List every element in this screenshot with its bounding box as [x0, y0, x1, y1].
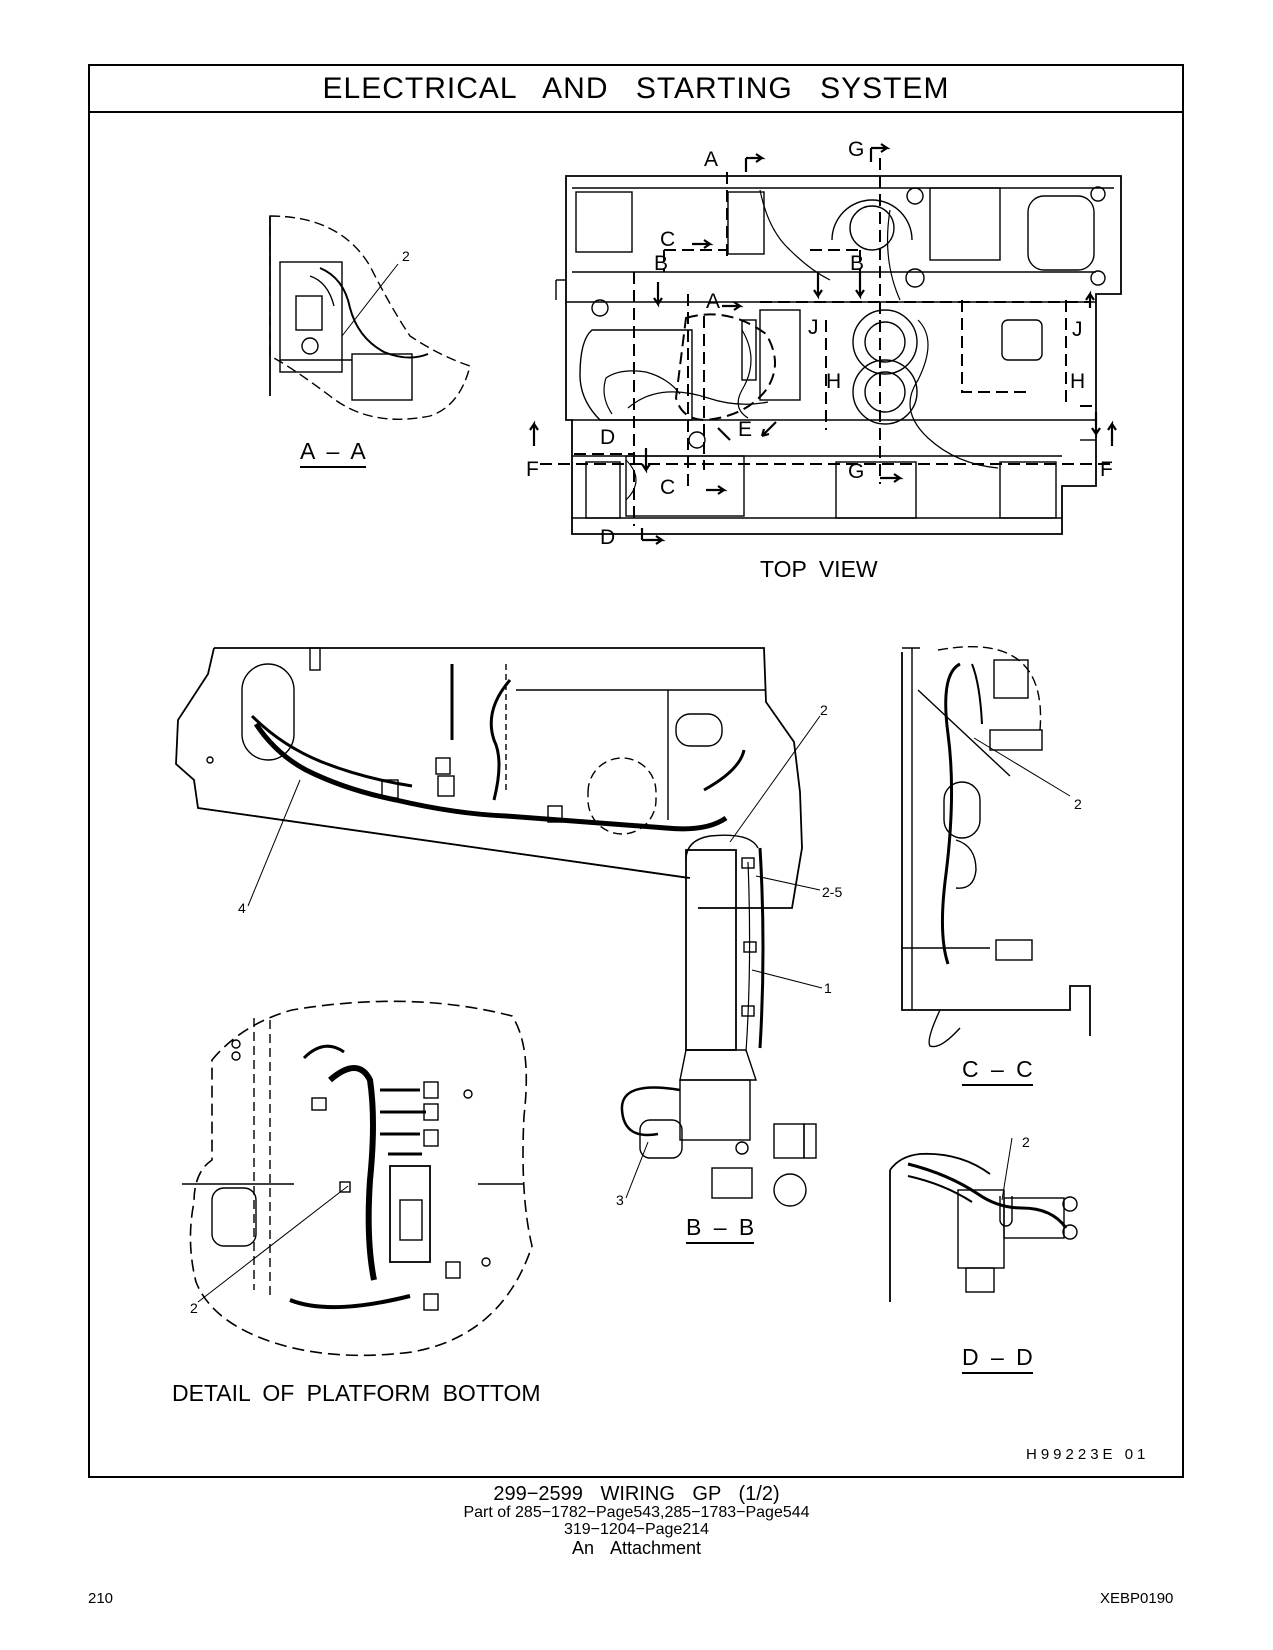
callout-dd-2: 2 — [1022, 1134, 1030, 1150]
caption-block: 299−2599 WIRING GP (1/2) Part of 285−178… — [0, 1484, 1273, 1557]
section-letter-c-bottom: C — [660, 476, 676, 499]
caption-line-4: An Attachment — [571, 1537, 702, 1558]
drawing-frame: ELECTRICAL AND STARTING SYSTEM — [88, 64, 1184, 1478]
callout-bb-3: 3 — [616, 1192, 624, 1208]
label-section-dd: D – D — [962, 1344, 1033, 1374]
label-platform-detail-text: DETAIL OF PLATFORM BOTTOM — [172, 1380, 541, 1406]
section-bb-drawing — [175, 647, 817, 1207]
callout-bb-2: 2 — [820, 702, 828, 718]
top-view-drawing — [555, 175, 1122, 535]
page-title: ELECTRICAL AND STARTING SYSTEM — [322, 71, 950, 105]
doc-code: XEBP0190 — [1100, 1590, 1174, 1607]
label-section-aa: A – A — [300, 438, 366, 468]
callout-platform-2: 2 — [190, 1300, 198, 1316]
section-letter-d-mid: D — [600, 426, 616, 449]
label-top-view: TOP VIEW — [760, 556, 878, 583]
section-letter-c-top: C — [660, 228, 676, 251]
section-letter-g-bottom: G — [848, 460, 865, 483]
leader-platform-2 — [197, 1185, 349, 1303]
label-top-view-text: TOP VIEW — [760, 556, 878, 582]
callout-bb-2-5: 2-5 — [822, 884, 843, 900]
caption-line-2: Part of 285−1782−Page543,285−1783−Page54… — [463, 1504, 810, 1521]
leader-cc-2 — [973, 737, 1071, 797]
section-aa-drawing — [269, 215, 471, 420]
label-section-bb: B – B — [686, 1214, 755, 1244]
page-number: 210 — [88, 1590, 114, 1607]
leader-dd-2 — [1001, 1137, 1013, 1201]
section-letter-b-left: B — [654, 252, 669, 275]
label-section-aa-text: A – A — [300, 438, 366, 468]
section-letter-h-right: H — [1070, 370, 1086, 393]
label-section-dd-text: D – D — [962, 1344, 1033, 1374]
illustration-id: H99223E 01 — [1026, 1446, 1150, 1463]
section-letter-a-mid: A — [706, 290, 721, 313]
section-letter-b-right: B — [850, 252, 865, 275]
section-dd-drawing — [889, 1152, 1078, 1302]
section-letter-f-left: F — [526, 458, 539, 481]
top-view-arrows — [529, 143, 1117, 545]
section-letter-j-right: J — [1072, 318, 1083, 341]
section-bb-leaders — [247, 715, 823, 1199]
section-letter-g-top: G — [848, 138, 865, 161]
section-letter-a-top: A — [704, 148, 719, 171]
callout-aa-2: 2 — [402, 248, 410, 264]
section-cc-drawing — [901, 646, 1091, 1048]
section-letter-e: E — [738, 418, 753, 441]
callout-bb-4: 4 — [238, 900, 246, 916]
callout-bb-1: 1 — [824, 980, 832, 996]
section-letter-h-left: H — [826, 370, 842, 393]
section-letter-f-right: F — [1100, 458, 1113, 481]
label-section-cc: C – C — [962, 1056, 1033, 1086]
caption-main: 299−2599 WIRING GP (1/2) — [493, 1483, 780, 1505]
label-platform-detail: DETAIL OF PLATFORM BOTTOM — [172, 1380, 541, 1407]
caption-line-3: 319−1204−Page214 — [563, 1520, 710, 1538]
label-section-bb-text: B – B — [686, 1214, 755, 1244]
section-letter-j-left: J — [808, 316, 819, 339]
platform-detail-drawing — [182, 1000, 533, 1357]
leader-aa-2 — [341, 263, 399, 337]
title-bar: ELECTRICAL AND STARTING SYSTEM — [90, 66, 1182, 113]
section-letter-d-bottom: D — [600, 526, 616, 549]
label-section-cc-text: C – C — [962, 1056, 1033, 1086]
callout-cc-2: 2 — [1074, 796, 1082, 812]
